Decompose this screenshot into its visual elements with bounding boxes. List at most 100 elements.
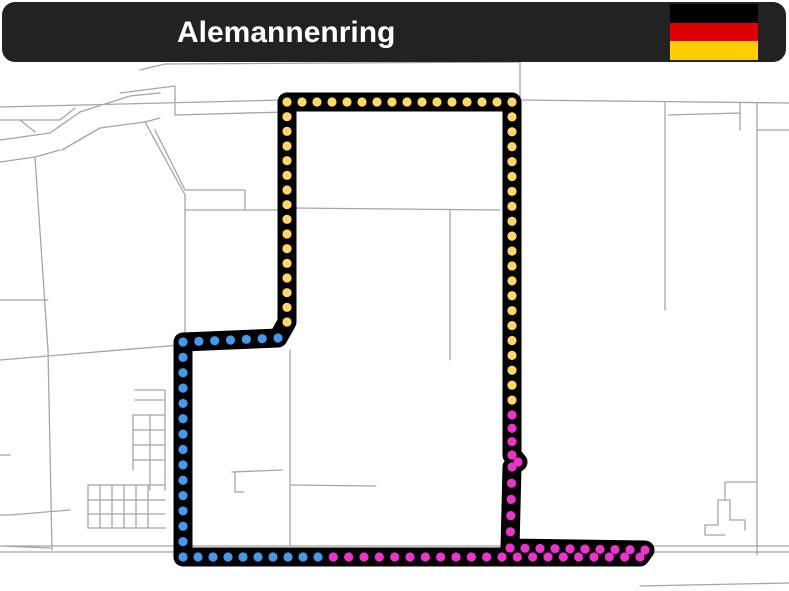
sector-1-dot [507,186,517,197]
sector-1-dot [372,97,382,107]
sector-2-dot [506,510,516,521]
sector-3-dot [208,552,218,562]
sector-3-dot [257,334,267,344]
sector-3-dot [178,414,188,424]
sector-1-dot [282,97,292,107]
sector-1-dot [297,97,307,107]
sector-1-dot [417,97,427,107]
sector-3-dot [178,537,188,547]
sector-3-dot [194,336,204,346]
sector-3-dot [225,335,236,345]
sector-3-dot [178,337,188,347]
sector-1-dot [282,302,292,312]
sector-2-dot [344,552,354,562]
sector-2-dot [507,462,517,472]
sector-3-dot [178,460,188,470]
sector-2-dot [574,552,584,562]
sector-3-dot [178,521,188,531]
sector-2-dot [507,478,517,488]
sector-2-dot [466,552,476,562]
sector-2-dot [565,544,575,554]
sector-1-dot [507,142,517,152]
sector-1-dot [312,97,322,107]
sector-1-dot [507,365,517,375]
sector-2-dot [528,552,538,562]
sector-2-dot [507,423,517,433]
sector-1-dot [432,97,442,107]
sector-2-dot [374,552,384,562]
sector-3-dot [178,444,188,455]
sector-1-dot [402,97,412,107]
sector-1-dot [387,97,397,107]
sector-3-dot [253,552,263,562]
sector-1-dot [282,229,292,239]
sector-1-dot [282,214,292,224]
sector-3-dot [178,475,188,485]
sector-2-dot [550,544,560,554]
sector-1-dot [507,112,517,122]
sector-1-dot [282,244,292,254]
sector-2-dot [620,552,630,562]
sector-2-dot [482,552,492,562]
sector-2-dot [543,552,553,562]
sector-2-dot [506,494,516,504]
sector-2-dot [535,543,545,554]
sector-2-dot [625,545,635,555]
sector-1-dot [282,112,292,122]
sector-3-dot [283,552,293,562]
sector-1-dot [282,273,292,283]
sector-3-dot [238,552,248,562]
sector-1-dot [507,320,517,331]
sector-3-dot [178,368,188,378]
sector-2-dot [635,552,645,562]
sector-3-dot [210,336,220,346]
sector-1-dot [282,258,292,268]
sector-1-dot [507,350,517,360]
sector-2-dot [497,552,507,562]
sector-2-dot [451,552,461,562]
sector-1-dot [507,395,517,405]
sector-1-dot [507,127,517,137]
sector-1-dot [462,97,472,107]
title-bar: Alemannenring [2,2,786,62]
sector-3-dot [241,334,251,344]
sector-1-dot [507,276,517,286]
sector-2-dot [505,527,515,537]
sector-1-dot [507,380,517,390]
sector-2-dot [589,552,599,562]
sector-1-dot [507,201,517,211]
sector-2-dot [604,552,614,562]
sector-1-dot [492,97,502,107]
sector-2-dot [328,552,338,562]
street-network [0,61,789,587]
sector-1-dot [507,157,517,167]
sector-3-dot [178,398,188,409]
sector-2-dot [405,552,415,562]
sector-2-dot [359,552,369,562]
sector-3-dot [178,552,188,562]
sector-3-dot [223,552,233,562]
sector-2-dot [580,544,590,554]
sector-1-dot [282,126,292,136]
track-name: Alemannenring [177,16,396,49]
sector-1-dot [282,317,292,327]
sector-1-dot [342,97,352,107]
sector-2-dot [610,544,620,555]
sector-1-dot [477,97,487,107]
sector-1-dot [282,170,292,180]
sector-3-dot [178,506,188,516]
flag-stripe-black [670,4,758,23]
sector-1-dot [282,156,292,166]
sector-1-dot [507,231,517,241]
sector-1-dot [507,335,517,346]
track-path [173,92,655,567]
sector-2-dot [595,544,605,554]
sector-2-dot [436,552,446,562]
sector-1-dot [507,306,517,316]
sector-1-dot [507,291,517,301]
sector-2-dot [505,543,515,553]
sector-1-dot [282,288,292,298]
sector-1-dot [327,97,337,107]
sector-2-dot [420,552,430,562]
